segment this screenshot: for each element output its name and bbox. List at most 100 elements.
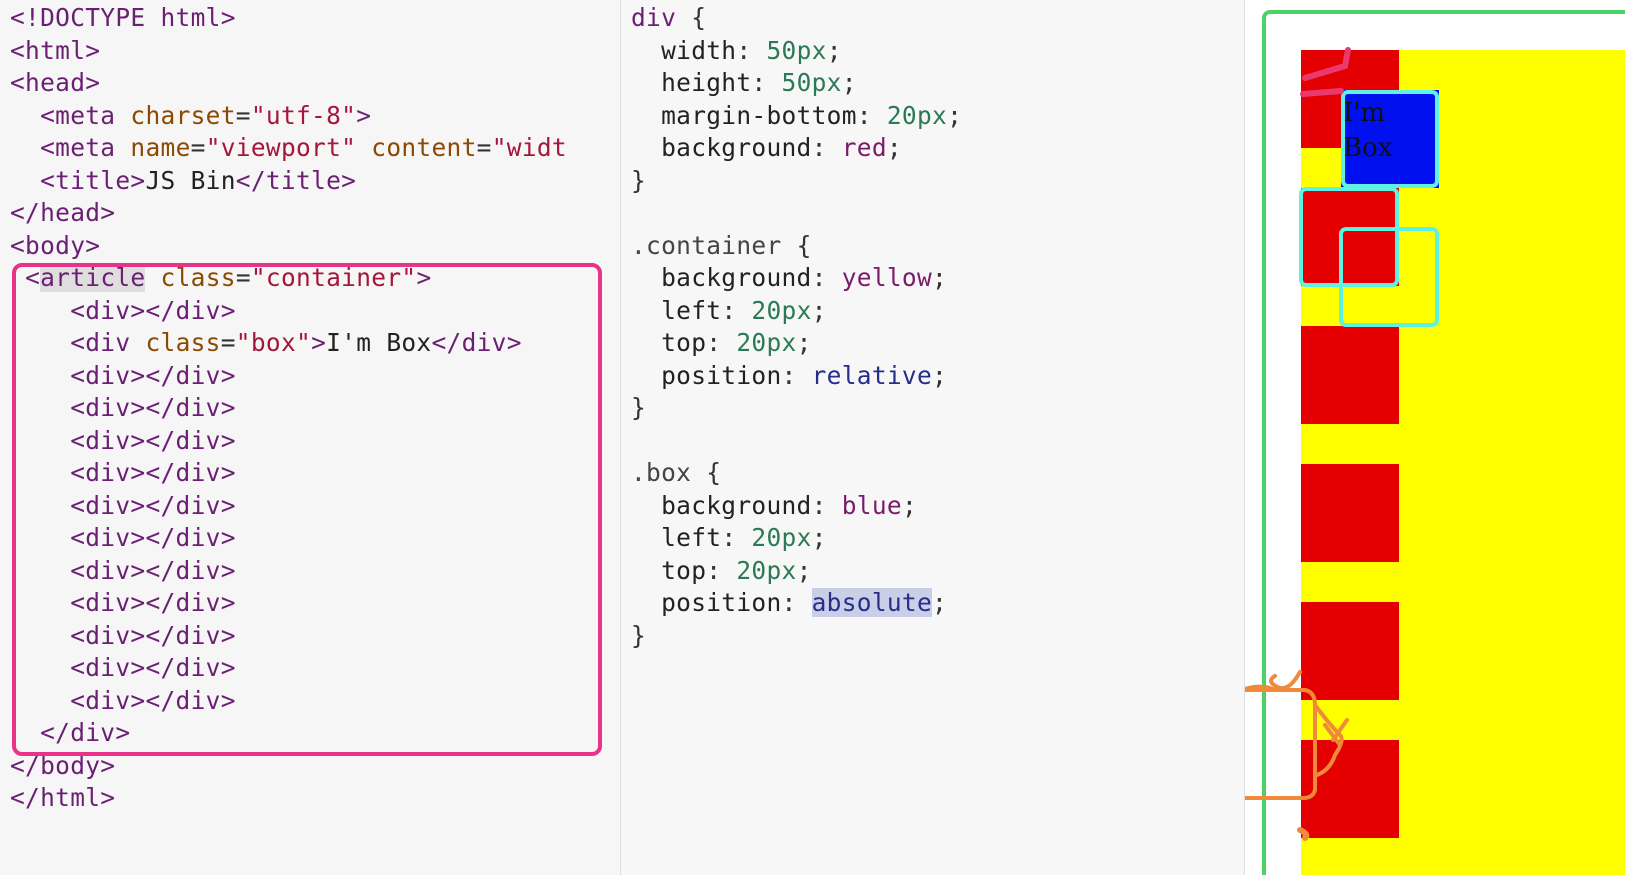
html-editor-pane[interactable]: <!DOCTYPE html><html><head> <meta charse… <box>0 0 621 875</box>
css-token: ; <box>841 68 857 97</box>
output-pane[interactable]: I'm Box <box>1245 0 1625 875</box>
html-token: "container" <box>250 263 417 292</box>
css-code-line[interactable]: .container { <box>631 230 962 263</box>
html-token: </div> <box>40 718 131 747</box>
css-code-line[interactable]: .box { <box>631 457 962 490</box>
html-code-line[interactable]: <div></div> <box>10 522 567 555</box>
css-code-line[interactable]: } <box>631 165 962 198</box>
css-token: : <box>781 360 812 390</box>
html-code-line[interactable]: <!DOCTYPE html> <box>10 2 567 35</box>
html-token: <div></div> <box>70 425 236 455</box>
css-editor-pane[interactable]: div { width: 50px; height: 50px; margin-… <box>621 0 1245 875</box>
html-code-line[interactable]: <div></div> <box>10 620 567 653</box>
html-token: <div></div> <box>70 490 236 520</box>
html-code-line[interactable]: <div class="box">I'm Box</div> <box>10 327 567 360</box>
css-code-line[interactable]: background: blue; <box>631 490 962 523</box>
css-code-line[interactable]: left: 20px; <box>631 522 962 555</box>
html-token: = <box>220 328 236 357</box>
css-code[interactable]: div { width: 50px; height: 50px; margin-… <box>631 2 962 652</box>
html-code-line[interactable]: <div></div> <box>10 587 567 620</box>
css-token: { <box>676 3 707 32</box>
css-token: left <box>661 295 722 325</box>
css-code-line[interactable]: margin-bottom: 20px; <box>631 100 962 133</box>
css-token: : <box>721 523 752 552</box>
html-code-line[interactable]: <div></div> <box>10 490 567 523</box>
html-token: <meta <box>40 100 131 130</box>
css-token: ; <box>826 35 842 65</box>
html-token: </html> <box>10 783 116 812</box>
css-token <box>631 133 661 162</box>
html-code-line[interactable]: <div></div> <box>10 392 567 425</box>
html-code-line[interactable]: <title>JS Bin</title> <box>10 165 567 198</box>
css-code-line[interactable]: div { <box>631 2 962 35</box>
html-code-line[interactable]: <article class="container"> <box>10 262 567 295</box>
css-code-line[interactable]: top: 20px; <box>631 555 962 588</box>
css-token <box>631 361 661 390</box>
css-token: { <box>691 458 722 487</box>
html-code-line[interactable]: </div> <box>10 717 567 750</box>
html-code-line[interactable]: </html> <box>10 782 567 815</box>
css-token: ; <box>886 133 902 162</box>
css-token: 20px <box>751 523 812 552</box>
html-token: name <box>130 133 191 162</box>
css-token: blue <box>841 490 902 520</box>
css-token: ; <box>901 490 917 520</box>
css-code-line[interactable]: background: yellow; <box>631 262 962 295</box>
html-token: "utf-8" <box>250 100 357 130</box>
html-token: <div></div> <box>70 523 236 552</box>
html-token: > <box>311 328 327 357</box>
html-code-line[interactable]: <meta charset="utf-8"> <box>10 100 567 133</box>
html-code-line[interactable]: <meta name="viewport" content="widt <box>10 132 567 165</box>
css-code-line[interactable]: top: 20px; <box>631 327 962 360</box>
css-token: } <box>631 620 647 650</box>
html-code-line[interactable]: <div></div> <box>10 685 567 718</box>
html-code-line[interactable]: <head> <box>10 67 567 100</box>
html-code-line[interactable]: <div></div> <box>10 360 567 393</box>
html-token: article <box>40 263 146 292</box>
css-code-line[interactable]: left: 20px; <box>631 295 962 328</box>
css-token: background <box>661 263 812 292</box>
css-token: : <box>706 328 737 357</box>
output-frame-annotation <box>1262 10 1625 875</box>
html-code-line[interactable]: <div></div> <box>10 652 567 685</box>
html-token: </head> <box>10 198 116 227</box>
css-token: 20px <box>751 295 812 325</box>
html-code-line[interactable]: <div></div> <box>10 295 567 328</box>
html-token: <div></div> <box>70 393 236 422</box>
html-token: <div></div> <box>70 653 236 682</box>
css-token: 20px <box>736 328 797 357</box>
css-token <box>631 36 661 65</box>
css-code-line[interactable]: } <box>631 392 962 425</box>
css-token <box>631 68 661 97</box>
html-token: <div></div> <box>70 620 236 650</box>
css-token: relative <box>811 360 933 390</box>
pen-scribbles <box>1245 47 1351 841</box>
css-code-line[interactable] <box>631 197 962 230</box>
html-code[interactable]: <!DOCTYPE html><html><head> <meta charse… <box>10 2 567 815</box>
css-code-line[interactable]: background: red; <box>631 132 962 165</box>
html-code-line[interactable]: <html> <box>10 35 567 68</box>
html-code-line[interactable]: <body> <box>10 230 567 263</box>
css-code-line[interactable]: position: absolute; <box>631 587 962 620</box>
css-code-line[interactable]: width: 50px; <box>631 35 962 68</box>
css-code-line[interactable]: } <box>631 620 962 653</box>
css-token: 20px <box>886 100 948 130</box>
html-code-line[interactable]: <div></div> <box>10 555 567 588</box>
css-code-line[interactable]: height: 50px; <box>631 67 962 100</box>
css-token: ; <box>932 263 948 292</box>
css-token: ; <box>811 523 827 552</box>
css-token: 50px <box>781 68 842 97</box>
css-token: : <box>736 35 767 65</box>
css-token <box>631 263 661 292</box>
offset-annotation <box>1339 227 1439 327</box>
html-code-line[interactable]: </head> <box>10 197 567 230</box>
css-token: red <box>841 133 887 162</box>
css-token: : <box>751 68 782 97</box>
css-code-line[interactable] <box>631 425 962 458</box>
css-code-line[interactable]: position: relative; <box>631 360 962 393</box>
html-code-line[interactable]: <div></div> <box>10 457 567 490</box>
css-token: { <box>781 230 812 260</box>
html-code-line[interactable]: <div></div> <box>10 425 567 458</box>
css-token: ; <box>811 295 827 325</box>
css-token: 20px <box>736 555 797 585</box>
